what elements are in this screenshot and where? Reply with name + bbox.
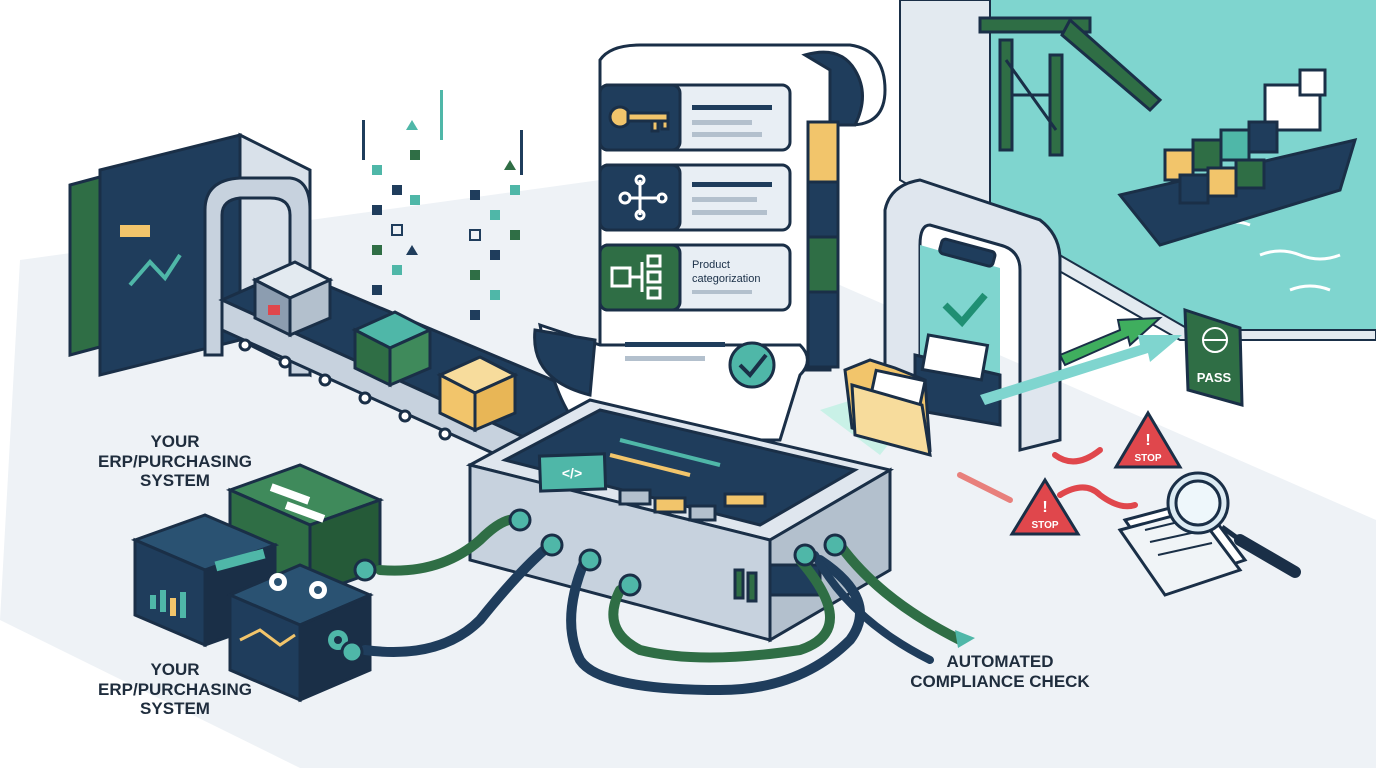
label-line: YOUR: [150, 660, 200, 679]
gear-icon: [269, 573, 327, 599]
key-icon: [608, 105, 670, 133]
wave: [1259, 249, 1341, 261]
flowchart-icon: [618, 174, 668, 221]
label-line: SYSTEM: [140, 699, 210, 719]
label-line: ERP/PURCHASING: [98, 451, 252, 471]
bar-chart-icon: [150, 590, 186, 618]
label-line: YOUR: [150, 432, 200, 451]
erp-system-label-top: YOUR ERP/PURCHASING SYSTEM: [70, 432, 280, 491]
container-ship-icon: [1117, 68, 1358, 247]
stop-warning-top: ! STOP: [1113, 410, 1183, 469]
checkmark-icon: [728, 341, 776, 389]
package-box-icon: [351, 310, 434, 388]
wave: [1289, 284, 1331, 292]
svg-text:!: !: [1042, 499, 1047, 516]
erp-system-label-bottom: YOUR ERP/PURCHASING SYSTEM: [70, 660, 280, 719]
stop-label: STOP: [1031, 520, 1058, 531]
product-categorization-label: Product categorization: [692, 259, 761, 285]
stop-warning-bottom: ! STOP: [1009, 477, 1081, 536]
folder-icon: [843, 358, 932, 458]
svg-text:!: !: [1145, 432, 1150, 449]
label-line: SYSTEM: [140, 471, 210, 491]
harbor: [899, 0, 1376, 341]
reject-arrows: [957, 447, 1138, 510]
label-line: COMPLIANCE CHECK: [910, 671, 1090, 691]
hierarchy-icon: [610, 254, 662, 300]
data-particles: [362, 90, 523, 320]
label-line: ERP/PURCHASING: [98, 679, 252, 699]
compliance-check-label: AUTOMATED COMPLIANCE CHECK: [895, 652, 1105, 691]
crane-icon: [978, 16, 1163, 157]
pass-badge: PASS: [1183, 307, 1244, 407]
compliance-engine-device: </>: [465, 398, 895, 643]
erp-system-cubes: [130, 463, 385, 703]
pass-label: PASS: [1197, 370, 1232, 385]
security-gate: [883, 178, 1062, 452]
checkmark-icon: [942, 292, 988, 328]
label-line: AUTOMATED: [946, 652, 1054, 671]
magnifier-icon: [1117, 471, 1301, 597]
package-box-icon: [251, 260, 334, 338]
data-cables: [340, 508, 975, 696]
pass-arrows: [980, 316, 1182, 405]
chart-line-icon: [128, 253, 182, 287]
code-symbol: </>: [562, 465, 582, 481]
stop-label: STOP: [1134, 453, 1161, 464]
package-box-icon: [436, 355, 519, 433]
